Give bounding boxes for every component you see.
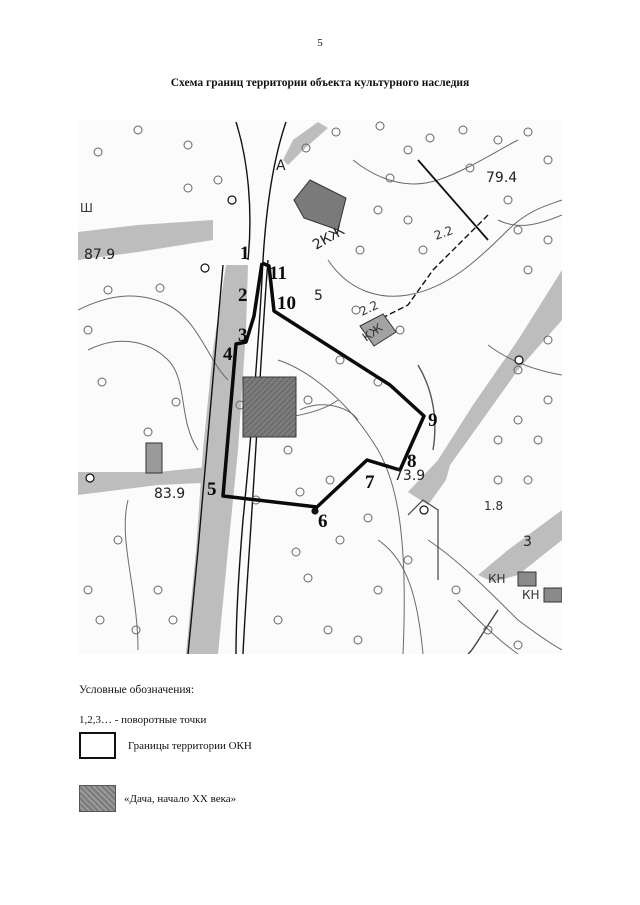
box-label: Ш [80,201,93,215]
turning-point-3: 3 [238,325,248,346]
boundary-swatch [79,732,116,759]
page-title: Схема границ территории объекта культурн… [170,77,470,89]
road-label: А [276,158,286,174]
boundary-map: 1 2 3 4 5 6 7 8 9 10 11 А 79.4 87.9 83.9… [78,120,562,654]
number-3-label: 3 [523,534,532,550]
page-number: 5 [317,37,323,49]
okn-boundary-line [221,261,426,509]
turning-point-6: 6 [318,511,328,532]
legend-boundary-label: Границы территории ОКН [128,739,252,752]
house-label-kn-2: КН [522,588,540,602]
number-5-label: 5 [314,288,323,304]
turning-point-9: 9 [428,410,438,431]
house-symbols [145,179,562,603]
turning-point-4: 4 [223,344,233,365]
turning-point-11: 11 [269,263,287,284]
house-label-kn-1: КН [488,572,506,586]
elevation-83-9: 83.9 [154,486,185,502]
elevation-87-9: 87.9 [84,247,115,263]
house-label-2kzh: 2КЖ [310,223,347,254]
elevation-79-4: 79.4 [486,170,517,186]
elevation-1-8: 1.8 [484,499,503,513]
turning-point-10: 10 [277,293,296,314]
turning-point-5: 5 [207,479,217,500]
legend-turning-points: 1,2,3… - поворотные точки [79,714,206,726]
legend-building-label: «Дача, начало ХХ века» [124,792,237,805]
legend-building: «Дача, начало ХХ века» [79,785,236,812]
turning-point-7: 7 [365,472,375,493]
legend-heading: Условные обозначения: [79,684,195,696]
turning-point-1: 1 [240,243,250,264]
gray-zones [78,122,562,654]
house-label-2-2-center: 2.2 [357,298,380,319]
building-swatch [79,785,116,812]
legend-boundary: Границы территории ОКН [79,732,252,759]
elevation-73-9: 73.9 [394,468,425,484]
turning-point-2: 2 [238,285,248,306]
house-label-2-2-right: 2.2 [432,223,455,243]
dacha-building [242,376,297,438]
utility-markers [85,195,524,515]
turning-point-8: 8 [407,451,417,472]
legend-turning-points-label: 1,2,3… - поворотные точки [79,714,207,726]
